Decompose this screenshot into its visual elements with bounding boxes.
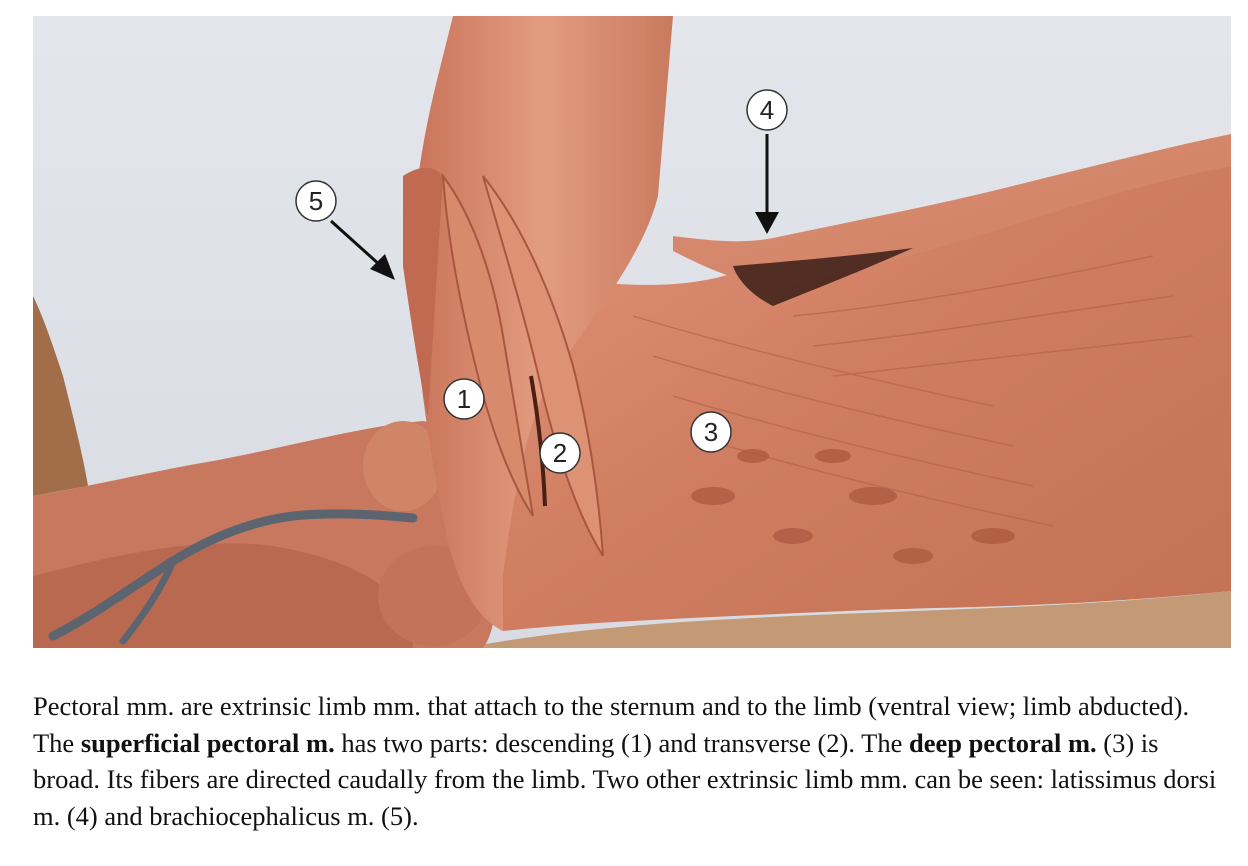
muscle-fibers bbox=[632, 255, 1194, 527]
marker-5: 5 bbox=[295, 180, 337, 222]
latissimus-flap bbox=[673, 134, 1231, 286]
anatomy-photo: 1 2 3 4 5 bbox=[33, 16, 1231, 648]
figure-caption: Pectoral mm. are extrinsic limb mm. that… bbox=[33, 688, 1223, 834]
arrow-4 bbox=[755, 134, 779, 234]
svg-text:3: 3 bbox=[704, 417, 718, 447]
latissimus-shadow bbox=[733, 248, 913, 306]
marker-2: 2 bbox=[539, 432, 581, 474]
fur-region bbox=[33, 296, 88, 496]
neck-tissue-shade bbox=[33, 543, 413, 648]
caption-text-2: has two parts: descending (1) and transv… bbox=[334, 727, 909, 758]
muscle-groove bbox=[529, 375, 547, 507]
caption-text-1: Pectoral mm. are extrinsic limb mm. that… bbox=[33, 691, 1190, 758]
blood-vessel bbox=[48, 509, 418, 641]
svg-text:4: 4 bbox=[760, 95, 774, 125]
shoulder-bulge bbox=[363, 421, 443, 511]
descending-pectoral-band bbox=[441, 172, 534, 517]
term-superficial-pectoral: superficial pectoral m. bbox=[80, 727, 335, 758]
svg-text:1: 1 bbox=[457, 384, 471, 414]
arrow-5 bbox=[329, 219, 395, 280]
marker-1: 1 bbox=[443, 378, 485, 420]
brachiocephalicus-strip bbox=[403, 167, 443, 416]
muscle-spots bbox=[691, 449, 1015, 564]
svg-text:5: 5 bbox=[309, 186, 323, 216]
deep-pectoral-region bbox=[503, 141, 1231, 631]
caption-text-3: (3) is broad. Its fibers are directed ca… bbox=[33, 727, 1217, 831]
marker-4: 4 bbox=[746, 89, 788, 131]
dissection-illustration: 1 2 3 4 5 bbox=[33, 16, 1231, 648]
blood-vessel-branch bbox=[119, 557, 177, 645]
fur-bottom bbox=[463, 591, 1231, 648]
svg-text:2: 2 bbox=[553, 438, 567, 468]
marker-3: 3 bbox=[690, 411, 732, 453]
term-deep-pectoral: deep pectoral m. bbox=[908, 727, 1097, 758]
